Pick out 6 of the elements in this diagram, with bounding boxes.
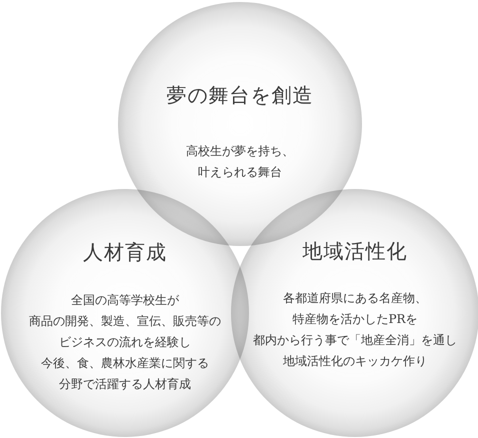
circle-description: 高校生が夢を持ち、叶えられる舞台 (186, 143, 294, 181)
circle-heading: 地域活性化 (302, 238, 408, 264)
circle-description: 全国の高等学校生が商品の開発、製造、宣伝、販売等のビジネスの流れを経験し今後、食、農林水産業に関する分野で活躍する人材育成 (29, 292, 221, 393)
circle-heading: 夢の舞台を創造 (166, 82, 314, 108)
circle-description: 各都道府県にある名産物、特産物を活かしたPRを都内から行う事で「地産全消」を通し地域活性化のキッカケ作り (253, 290, 457, 370)
circle-heading: 人材育成 (83, 239, 167, 265)
